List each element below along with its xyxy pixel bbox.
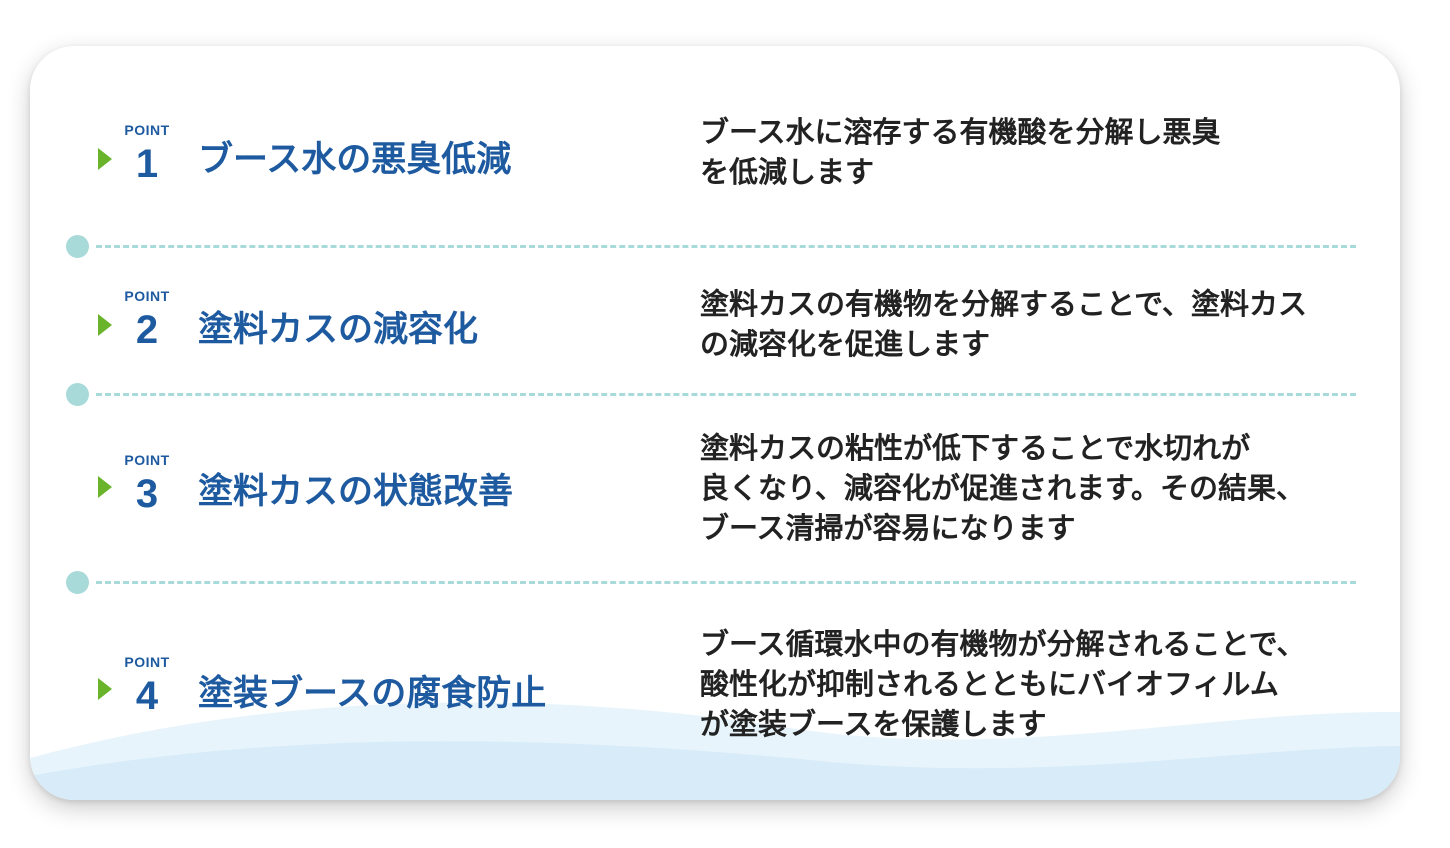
triangle-arrow-icon xyxy=(98,314,112,336)
point-number: 4 xyxy=(135,674,159,718)
point-description: 塗料カスの粘性が低下することで水切れが 良くなり、減容化が促進されます。その結果… xyxy=(700,431,1305,545)
point-label: POINT xyxy=(124,654,170,670)
point-number: 3 xyxy=(135,472,159,516)
divider-dot xyxy=(66,571,89,594)
divider xyxy=(66,570,1356,594)
divider-line xyxy=(96,245,1356,248)
point-description: ブース水に溶存する有機酸を分解し悪臭 を低減します xyxy=(700,115,1221,189)
point-title: 塗料カスの減容化 xyxy=(198,310,479,350)
triangle-arrow-icon xyxy=(98,476,112,498)
point-title: 塗装ブースの腐食防止 xyxy=(198,674,547,714)
divider-dot xyxy=(66,383,89,406)
triangle-arrow-icon xyxy=(98,678,112,700)
triangle-arrow-icon xyxy=(98,148,112,170)
point-label: POINT xyxy=(124,122,170,138)
point-title: 塗料カスの状態改善 xyxy=(198,472,514,512)
point-label: POINT xyxy=(124,452,170,468)
divider-line xyxy=(96,581,1356,584)
point-number: 2 xyxy=(135,308,159,352)
divider-line xyxy=(96,393,1356,396)
wave-decoration xyxy=(30,702,1400,800)
point-label: POINT xyxy=(124,288,170,304)
point-description: ブース循環水中の有機物が分解されることで、 酸性化が抑制されるとともにバイオフィ… xyxy=(700,627,1306,741)
divider xyxy=(66,382,1356,406)
point-description: 塗料カスの有機物を分解することで、塗料カス の減容化を促進します xyxy=(700,287,1307,361)
point-number: 1 xyxy=(135,142,159,186)
divider xyxy=(66,234,1356,258)
divider-dot xyxy=(66,235,89,258)
point-title: ブース水の悪臭低減 xyxy=(198,140,512,180)
points-card: POINT 1 ブース水の悪臭低減 ブース水に溶存する有機酸を分解し悪臭 を低減… xyxy=(30,46,1400,800)
